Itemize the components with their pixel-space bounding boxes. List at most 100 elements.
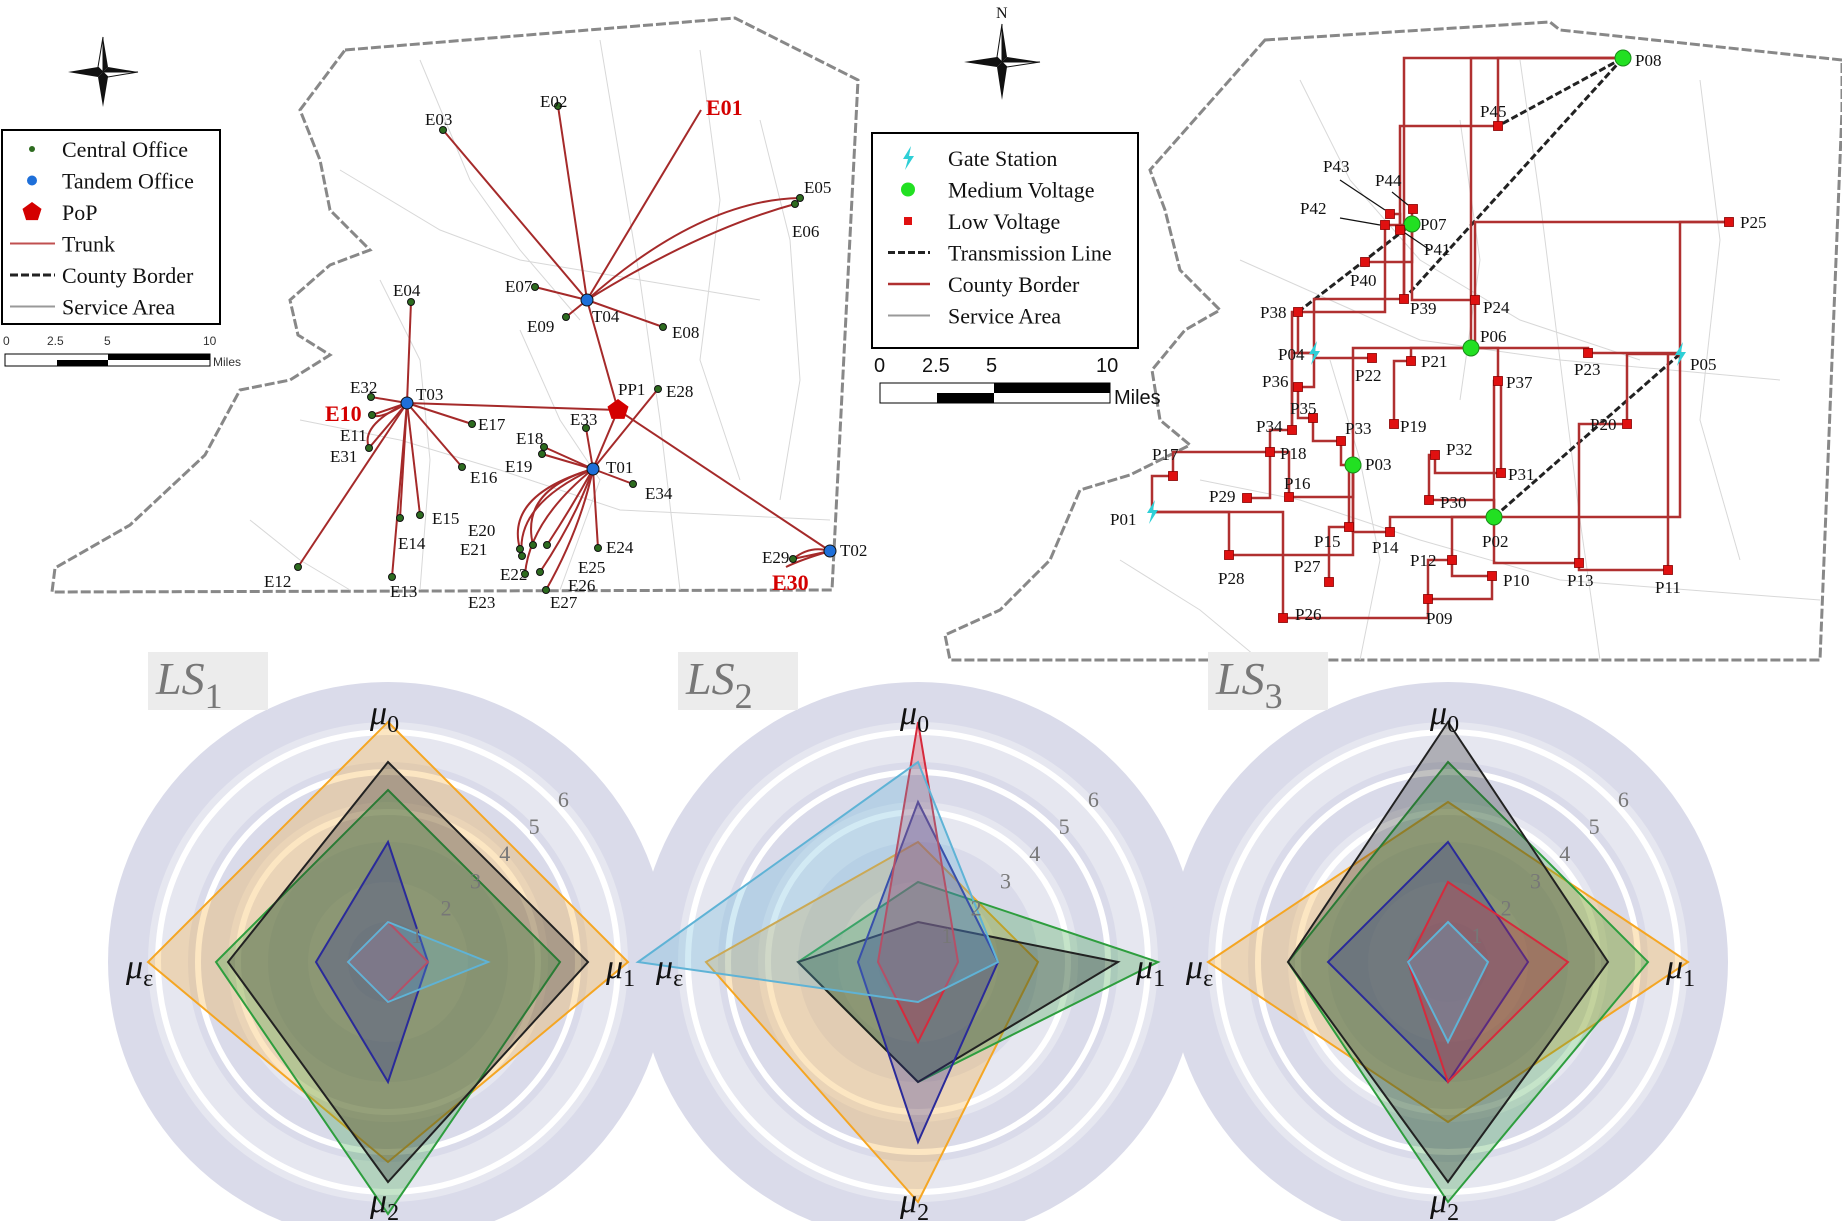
low-voltage-label-P16: P16 [1284,474,1310,493]
central-office-E11 [368,411,376,419]
power-legend-item: Transmission Line [888,241,1112,266]
annotation-arrow [1404,232,1431,251]
radar-tick-label: 1 [1471,923,1482,948]
telecom-trunks [297,105,831,591]
trunk-curve-T01-E22 [520,468,594,557]
low-voltage-label-P37: P37 [1506,373,1533,392]
low-voltage-icon [904,217,912,225]
medium-voltage-P02 [1485,508,1503,526]
telecom-scale-tick-0: 0 [3,334,10,348]
power-legend-label: County Border [948,272,1080,297]
power-scale-unit: Miles [1114,387,1161,409]
central-office-label-E34: E34 [645,484,673,503]
low-voltage-P28 [1224,550,1234,560]
central-office-label-E18: E18 [516,429,543,448]
low-voltage-P38 [1293,307,1303,317]
radar-tick-label: 4 [1559,841,1570,866]
low-voltage-P13 [1574,558,1584,568]
low-voltage-label-P13: P13 [1567,571,1593,590]
low-voltage-label-P20: P20 [1590,415,1616,434]
radar-title: LS2 [685,653,753,716]
low-voltage-P40 [1360,257,1370,267]
power-line-P25-P24 [1473,220,1729,300]
radar-tick-label: 6 [1618,787,1629,812]
power-line-P17-P01 [1150,474,1173,512]
power-line-P15-P27 [1327,525,1349,582]
radar-gridline [725,769,1111,1155]
low-voltage-P21 [1406,356,1416,366]
low-voltage-label-P14: P14 [1372,538,1399,557]
low-voltage-P22 [1367,353,1377,363]
central-office-label-E03: E03 [425,110,452,129]
radar-axis-label: με [1185,949,1213,992]
central-office-E13 [388,573,396,581]
trunk-T03-PP1 [406,402,619,411]
central-office-E19 [538,450,546,458]
trunk-T01-E19 [541,453,594,470]
gate-station-P05 [1675,342,1686,366]
power-line-P39-P04 [1312,297,1404,353]
telecom-scale-tick-3: 10 [203,334,217,348]
power-line-P08-P06 [1469,56,1623,348]
radar-series-1 [146,720,630,1164]
pop-label-PP1: PP1 [618,380,645,399]
central-office-label-E15: E15 [432,509,459,528]
power-legend-item: Gate Station [903,146,1057,171]
radar-axis-label: μ2 [369,1183,399,1221]
power-legend-label: Gate Station [948,146,1057,171]
power-line-P34-P18 [1268,428,1292,452]
radar-series-6 [635,760,1000,1004]
low-voltage-P14 [1385,527,1395,537]
tandem-office-label-T02: T02 [840,541,867,560]
trunk-T04-E03 [442,129,588,301]
central-office-label-E16: E16 [470,468,497,487]
trunk-curve-T01-E26 [539,468,594,573]
low-voltage-label-P38: P38 [1260,303,1286,322]
radar-series-4 [314,839,430,1085]
power-county-border [943,20,1842,662]
low-voltage-label-P36: P36 [1262,372,1288,391]
power-line-P10-P12 [1450,560,1492,578]
power-line-P05-P20 [1625,352,1680,424]
compass-north-label: N [996,5,1008,22]
trunk-curve-T04-E06 [586,203,796,301]
central-office-label-E09: E09 [527,317,554,336]
radar-axis-label: με [125,949,153,992]
low-voltage-label-P23: P23 [1574,360,1600,379]
central-office-label-E25: E25 [578,558,605,577]
telecom-legend-label: PoP [62,200,97,225]
highlight-label-E30: E30 [772,570,809,595]
power-legend-label: Service Area [948,304,1061,329]
central-office-label-E32: E32 [350,378,377,397]
radar-gridline [1215,729,1681,1195]
radar-tick-label: 3 [1530,868,1541,893]
central-office-label-E19: E19 [505,457,532,476]
low-voltage-label-P09: P09 [1426,609,1452,628]
telecom-legend-label: Tandem Office [62,169,194,194]
trunk-curve-T04-E05 [586,197,801,301]
medium-voltage-P06 [1462,339,1480,357]
trunk-T03-E31 [368,402,408,449]
central-office-E14 [396,514,404,522]
low-voltage-P25 [1724,217,1734,227]
transmission-line-P08-P45 [1497,56,1624,128]
central-office-label-E06: E06 [792,222,819,241]
power-legend-label: Low Voltage [948,209,1060,234]
transmission-line-P08-P39 [1402,56,1625,301]
annotation-arrow [1339,217,1381,226]
central-office-label-E24: E24 [606,538,634,557]
radar-gridline [195,769,581,1155]
radar-axis-label: μ1 [605,949,635,992]
central-office-label-E22: E22 [500,565,527,584]
central-office-E05 [796,194,804,202]
central-office-E08 [659,323,667,331]
trunk-T01-E33 [585,427,594,470]
low-voltage-label-P25: P25 [1740,213,1766,232]
power-line-P02-P14 [1388,515,1494,532]
low-voltage-label-P43: P43 [1323,157,1349,176]
low-voltage-P12 [1447,555,1457,565]
low-voltage-P45 [1493,121,1503,131]
radar-gridline [155,729,621,1195]
